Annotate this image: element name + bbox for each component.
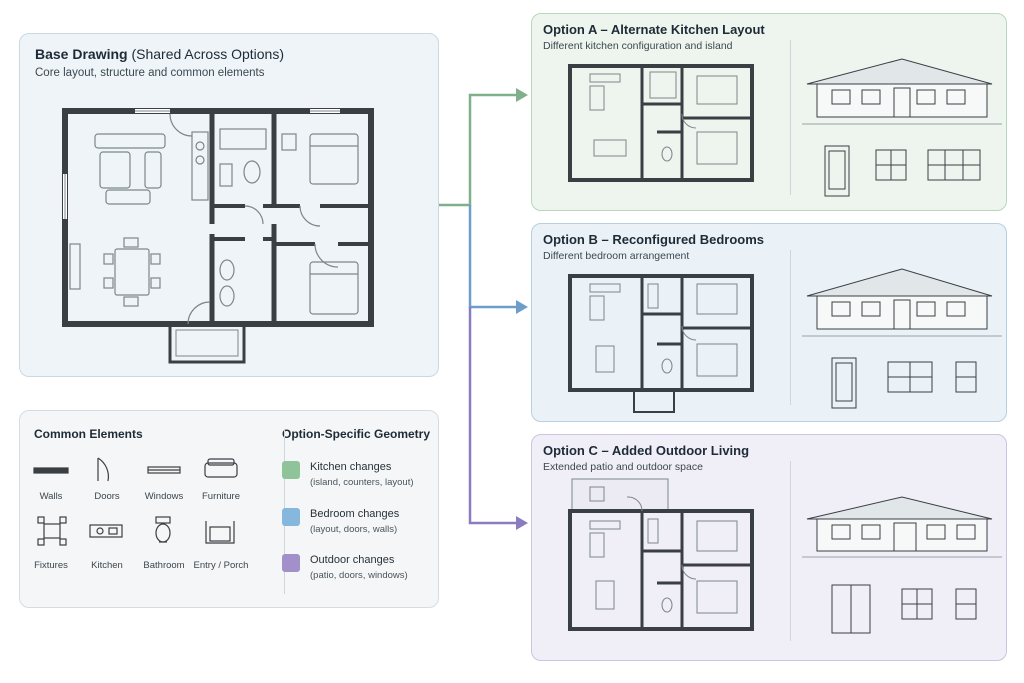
option-c-drawings [568, 478, 1002, 634]
option-b-drawings [568, 268, 1002, 413]
kitchen-changes-swatch [282, 461, 300, 479]
option-c-elevation [802, 496, 1002, 558]
kitchen-icon [89, 524, 123, 538]
window-icon [147, 466, 181, 474]
option-c-divider [790, 461, 791, 641]
kitchen-changes-detail: (island, counters, layout) [310, 477, 414, 488]
arrowhead-a [516, 88, 528, 102]
option-a-drawings [568, 58, 1002, 197]
walls-icon [33, 467, 69, 474]
door-icon [97, 457, 110, 482]
option-c-panel: Option C – Added Outdoor Living Extended… [531, 434, 1007, 661]
sofa-icon [204, 458, 238, 478]
legend-bathroom-label: Bathroom [143, 560, 185, 571]
outdoor-changes-detail: (patio, doors, windows) [310, 570, 408, 581]
option-b-title: Option B – Reconfigured Bedrooms [543, 232, 765, 247]
legend-walls-label: Walls [39, 491, 63, 502]
option-a-door-window-details [824, 145, 981, 197]
option-a-divider [790, 40, 791, 195]
base-drawing-subtitle: Core layout, structure and common elemen… [35, 67, 265, 79]
connector-arrow-c [468, 307, 524, 525]
table-icon [37, 516, 67, 546]
option-b-subtitle: Different bedroom arrangement [543, 250, 690, 262]
legend-doors-label: Doors [94, 491, 120, 502]
legend-kitchen-label: Kitchen [91, 560, 123, 571]
option-a-panel: Option A – Alternate Kitchen Layout Diff… [531, 13, 1007, 211]
base-plan-furniture [69, 113, 359, 325]
connector-arrow-a [439, 93, 524, 207]
option-c-door-window-details [831, 584, 977, 634]
toilet-icon [155, 516, 171, 543]
legend-furniture-label: Furniture [201, 491, 240, 502]
legend-entry-porch-label: Entry / Porch [193, 560, 249, 571]
option-c-subtitle: Extended patio and outdoor space [543, 461, 703, 473]
bedroom-changes-detail: (layout, doors, walls) [310, 524, 398, 535]
outdoor-changes-swatch [282, 554, 300, 572]
base-title-paren: (Shared Across Options) [131, 46, 284, 62]
option-specific-heading: Option-Specific Geometry [282, 427, 431, 441]
option-a-elevation [802, 58, 1002, 125]
connector-arrow-b [468, 205, 524, 309]
option-c-title: Option C – Added Outdoor Living [543, 443, 750, 458]
option-b-panel: Option B – Reconfigured Bedrooms Differe… [531, 223, 1007, 422]
option-b-floor-plan [568, 274, 754, 413]
legend-fixtures-label: Fixtures [34, 560, 68, 571]
option-a-subtitle: Different kitchen configuration and isla… [543, 40, 733, 52]
base-floor-plan [62, 108, 374, 364]
entry-porch-icon [205, 521, 235, 544]
common-elements-heading: Common Elements [34, 427, 143, 441]
base-plan-drawing [62, 108, 374, 364]
option-c-floor-plan [568, 478, 754, 631]
legend-panel: Common Elements Option-Specific Geometry… [19, 410, 439, 608]
bedroom-changes-swatch [282, 508, 300, 526]
base-drawing-title: Base Drawing (Shared Across Options) [35, 46, 284, 62]
common-element-icons [33, 457, 238, 546]
option-b-elevation [802, 268, 1002, 337]
outdoor-changes-label: Outdoor changes [310, 554, 395, 566]
kitchen-changes-label: Kitchen changes [310, 461, 392, 473]
option-b-door-window-details [831, 357, 977, 409]
bedroom-changes-label: Bedroom changes [310, 508, 400, 520]
option-a-floor-plan [568, 64, 754, 182]
option-b-divider [790, 250, 791, 405]
option-a-title: Option A – Alternate Kitchen Layout [543, 22, 765, 37]
base-title-main: Base Drawing [35, 46, 128, 62]
arrowhead-c [516, 516, 528, 530]
legend-windows-label: Windows [144, 491, 184, 502]
base-drawing-panel: Base Drawing (Shared Across Options) Cor… [19, 33, 439, 377]
arrowhead-b [516, 300, 528, 314]
